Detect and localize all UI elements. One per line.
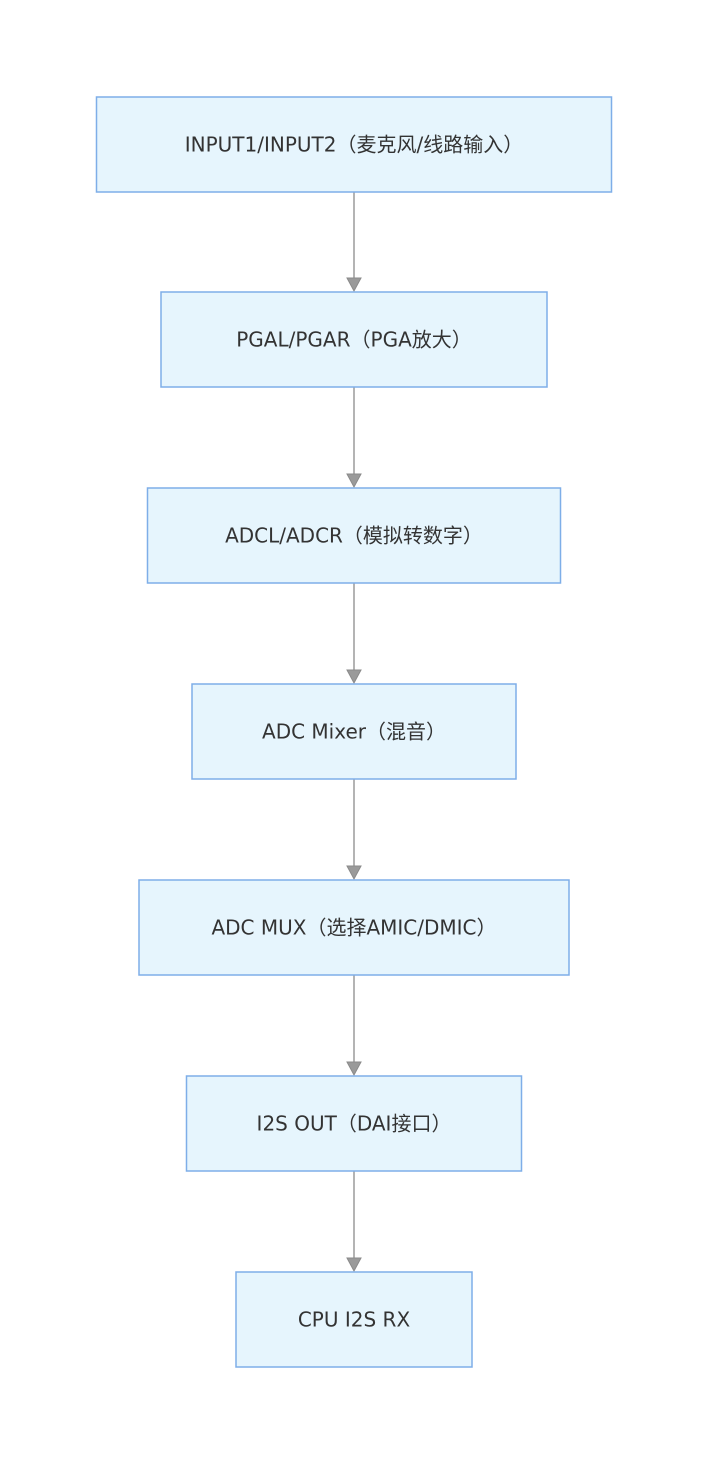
node-box-cpu_rx xyxy=(235,1271,473,1368)
node-input: INPUT1/INPUT2（麦克风/线路输入） xyxy=(95,96,613,193)
node-mux: ADC MUX（选择AMIC/DMIC） xyxy=(138,879,570,976)
edge-adc-to-mixer xyxy=(346,583,362,685)
node-adc: ADCL/ADCR（模拟转数字） xyxy=(146,487,562,584)
node-label-mux: ADC MUX（选择AMIC/DMIC） xyxy=(211,916,496,940)
node-box-pga xyxy=(160,291,548,388)
node-label-i2s_out: I2S OUT（DAI接口） xyxy=(257,1112,452,1136)
edges-layer xyxy=(346,192,362,1273)
node-label-adc: ADCL/ADCR（模拟转数字） xyxy=(225,524,483,548)
node-label-input: INPUT1/INPUT2（麦克风/线路输入） xyxy=(185,133,523,157)
node-label-pga: PGAL/PGAR（PGA放大） xyxy=(236,328,472,352)
arrowhead-icon xyxy=(346,473,362,489)
node-pga: PGAL/PGAR（PGA放大） xyxy=(160,291,548,388)
node-label-mixer: ADC Mixer（混音） xyxy=(262,720,446,744)
node-cpu_rx: CPU I2S RX xyxy=(235,1271,473,1368)
edge-mux-to-i2s_out xyxy=(346,975,362,1077)
edge-pga-to-adc xyxy=(346,387,362,489)
arrowhead-icon xyxy=(346,865,362,881)
node-box-input xyxy=(95,96,613,193)
nodes-layer: INPUT1/INPUT2（麦克风/线路输入） PGAL/PGAR（PGA放大） A… xyxy=(95,96,613,1368)
node-label-cpu_rx: CPU I2S RX xyxy=(298,1308,411,1332)
node-box-adc xyxy=(146,487,562,584)
node-box-i2s_out xyxy=(185,1075,523,1172)
node-i2s_out: I2S OUT（DAI接口） xyxy=(185,1075,523,1172)
arrowhead-icon xyxy=(346,1061,362,1077)
node-mixer: ADC Mixer（混音） xyxy=(191,683,517,780)
edge-input-to-pga xyxy=(346,192,362,293)
arrowhead-icon xyxy=(346,277,362,293)
arrowhead-icon xyxy=(346,1257,362,1273)
node-box-mixer xyxy=(191,683,517,780)
edge-mixer-to-mux xyxy=(346,779,362,881)
node-box-mux xyxy=(138,879,570,976)
arrowhead-icon xyxy=(346,669,362,685)
edge-i2s_out-to-cpu_rx xyxy=(346,1171,362,1273)
